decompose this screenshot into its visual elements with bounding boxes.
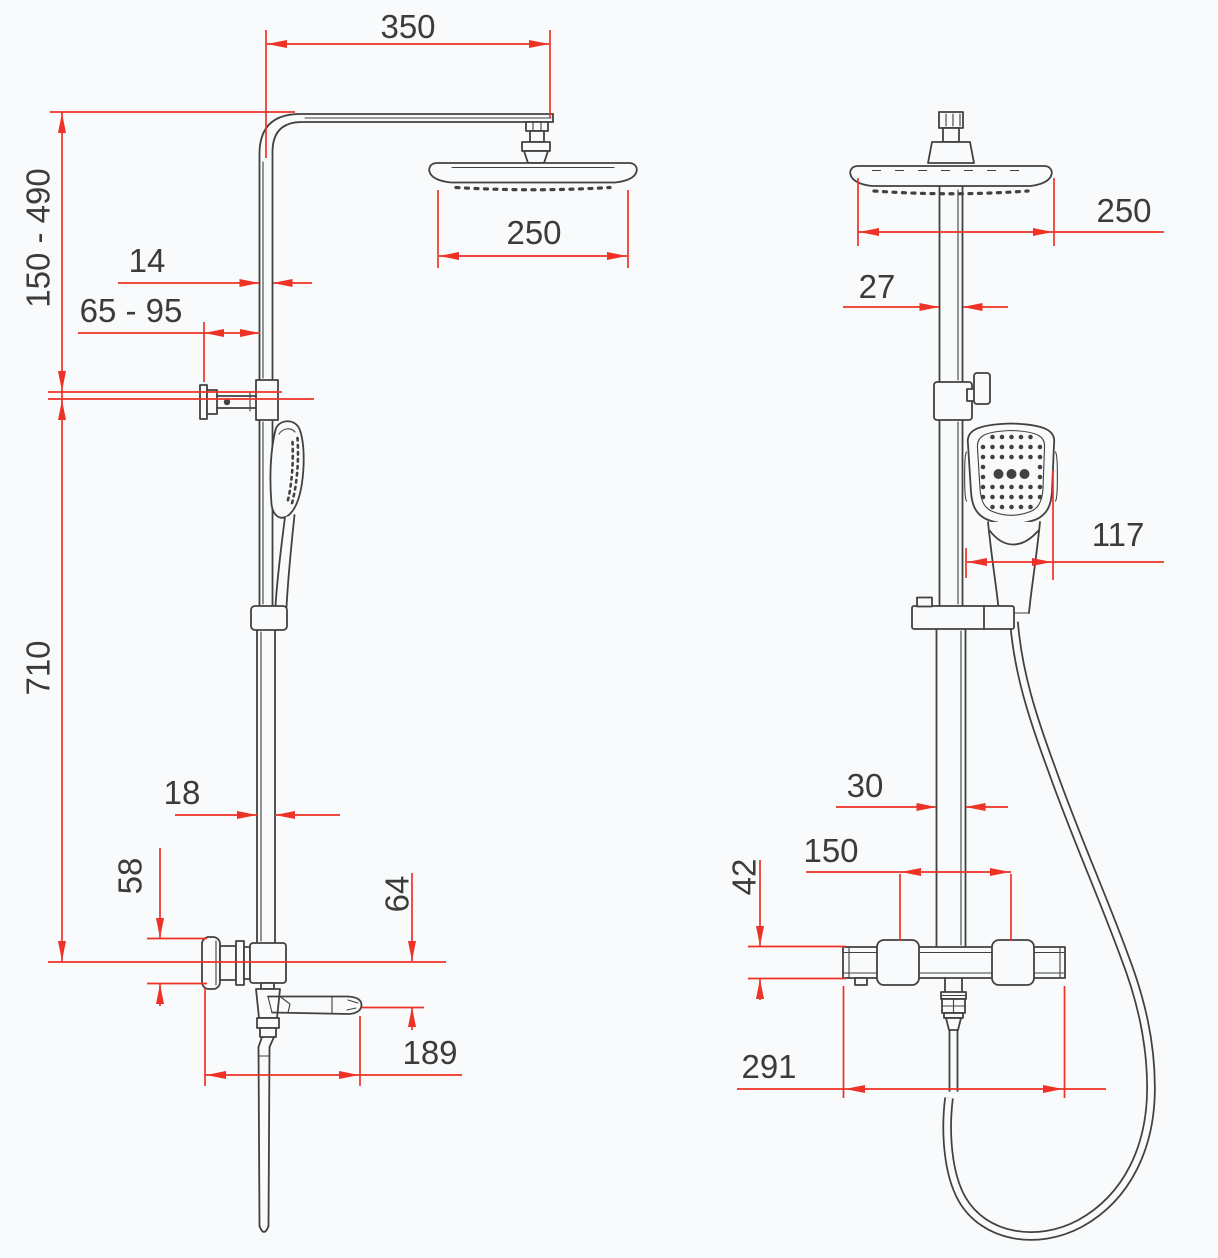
front-view-dimension-lines — [737, 178, 1164, 1098]
hand-shower-front — [964, 422, 1058, 614]
slider-shelf-front — [911, 596, 1015, 630]
dim-label-column-height: 710 — [20, 640, 57, 695]
rain-head-front — [849, 165, 1053, 196]
front-view-dimension-arrows — [756, 228, 1063, 1093]
dim-label-head-diameter-front: 250 — [1096, 192, 1151, 229]
dim-label-spout-drop: 64 — [379, 876, 416, 913]
side-view-dimension-lines — [48, 30, 629, 1086]
dim-label-lower-pipe-depth: 18 — [164, 774, 201, 811]
dim-label-handshower-width: 117 — [1092, 516, 1145, 553]
thermostatic-valve-front — [842, 939, 1066, 1092]
valve-hose-outlet — [940, 977, 967, 1092]
valve-mount-left — [876, 939, 920, 986]
rain-head-side — [428, 162, 638, 192]
dim-label-upper-pipe-width: 27 — [859, 268, 896, 305]
side-view-dimension-arrows — [58, 40, 627, 1079]
side-view-linework — [199, 113, 638, 1233]
dim-label-valve-body-width: 291 — [741, 1048, 796, 1085]
hand-shower-handle-front — [987, 521, 1041, 614]
hose-side — [257, 1046, 271, 1233]
slider-block-side — [250, 605, 288, 631]
dim-label-wall-clearance-range: 65 - 95 — [80, 292, 183, 329]
valve-knob-side — [201, 936, 221, 990]
dim-label-arm-length: 350 — [380, 8, 435, 45]
mixer-valve-side — [201, 936, 363, 1048]
dim-label-spout-reach: 189 — [402, 1034, 457, 1071]
hose-front — [942, 621, 1156, 1241]
rain-head-joint-side — [521, 121, 551, 164]
hand-shower-spray-dots — [980, 434, 1043, 510]
tub-spout-side — [267, 995, 363, 1015]
rain-head-connector-front — [927, 111, 975, 164]
dim-label-valve-mount-centers: 150 — [803, 832, 858, 869]
side-view: 350 150 - 490 14 65 - 95 250 710 18 58 6… — [20, 8, 638, 1233]
dim-label-valve-knob-height: 58 — [112, 858, 149, 895]
dim-label-head-diameter-side: 250 — [506, 214, 561, 251]
front-view: 250 27 117 30 150 42 291 — [726, 111, 1164, 1241]
dim-label-height-adjust-range: 150 - 490 — [20, 168, 57, 307]
valve-mount-right — [991, 939, 1035, 986]
rain-head-nozzles-side — [454, 185, 612, 192]
rain-head-nozzles-front — [872, 189, 1030, 196]
diverter-block-front — [933, 372, 991, 421]
front-view-linework — [842, 111, 1156, 1241]
wall-bracket-side — [199, 379, 279, 421]
hand-shower-side — [269, 420, 305, 608]
dim-label-lower-pipe-width: 30 — [847, 767, 884, 804]
dim-label-upper-pipe-depth: 14 — [129, 242, 166, 279]
diverter-knob — [973, 372, 991, 405]
dim-label-valve-body-height: 42 — [726, 859, 763, 896]
